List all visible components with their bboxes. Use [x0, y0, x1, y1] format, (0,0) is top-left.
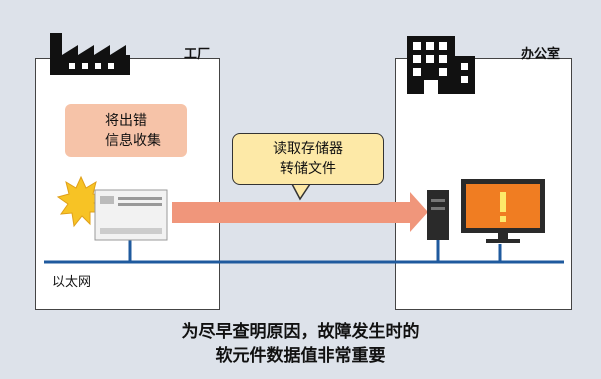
- factory-label: 工厂: [184, 47, 211, 62]
- callout-line2: 转储文件: [280, 161, 336, 177]
- ethernet-line: [44, 240, 564, 264]
- memory-dump-callout: 读取存储器 转储文件: [232, 133, 384, 185]
- callout-pointer: [290, 183, 312, 201]
- plc-icon: [94, 189, 168, 241]
- error-flash-icon: [56, 175, 106, 228]
- factory-icon: [50, 33, 130, 75]
- ethernet-label: 以太网: [52, 275, 92, 290]
- caption-line1: 为尽早查明原因，故障发生时的: [181, 322, 420, 342]
- sd-line1: 将出错: [105, 113, 147, 129]
- factory-panel: [35, 58, 220, 310]
- caption-line2: 软元件数据值非常重要: [215, 346, 386, 366]
- pc-tower-icon: [427, 190, 449, 240]
- sd-bubble-text: 将出错 信息收集: [105, 111, 161, 151]
- sd-line2: 信息收集: [105, 133, 161, 149]
- office-building-icon: [407, 36, 475, 94]
- sd-collect-bubble: 将出错 信息收集: [65, 104, 187, 157]
- data-transfer-arrow: [172, 192, 428, 232]
- caption: 为尽早查明原因，故障发生时的 软元件数据值非常重要: [0, 320, 601, 368]
- monitor-icon: [461, 179, 545, 243]
- callout-line1: 读取存储器: [273, 141, 343, 157]
- office-label: 办公室: [521, 47, 561, 62]
